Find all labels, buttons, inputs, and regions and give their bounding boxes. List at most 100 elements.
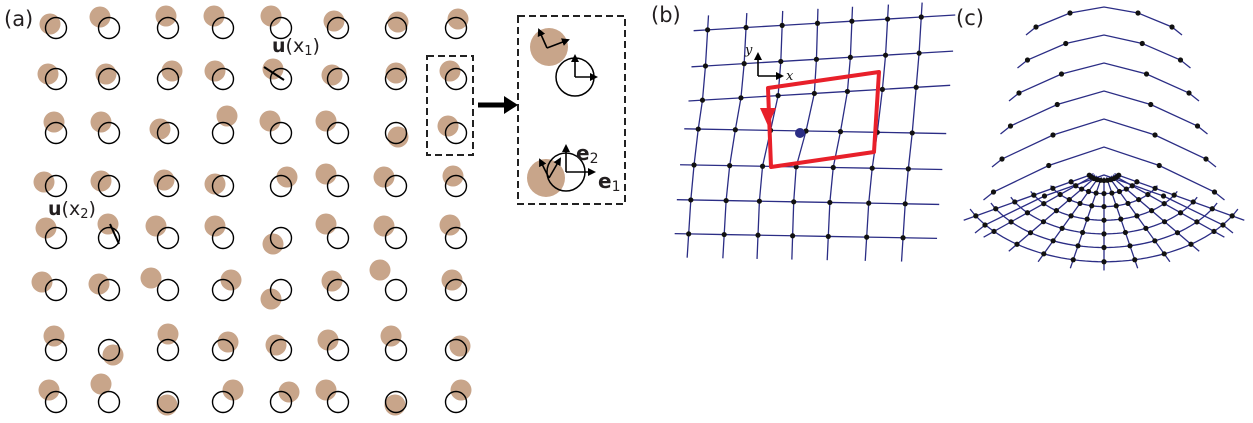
disclination-node [1123, 186, 1129, 192]
x-axis-label: x [786, 69, 794, 84]
disclination-node [1122, 229, 1129, 236]
lattice-site [156, 121, 180, 145]
lattice-site [326, 16, 350, 40]
grid-node [686, 231, 692, 237]
lattice-site [211, 174, 235, 198]
lattice-site [326, 67, 350, 91]
lattice-site [384, 16, 408, 40]
displaced-particle [102, 344, 124, 366]
disclination-node [1177, 210, 1184, 216]
disclination-node [1161, 219, 1168, 225]
grid-node [699, 97, 706, 103]
disclination-node [1134, 179, 1140, 185]
lattice-site [44, 338, 68, 362]
panel-b: (b) x y [651, 2, 956, 262]
disclination-node [991, 228, 997, 234]
lattice-site [269, 226, 293, 250]
e1-label: e1 [598, 169, 621, 195]
disclination-node [1084, 216, 1090, 222]
displaced-particle [90, 373, 112, 395]
grid-node [732, 127, 738, 133]
grid-node [869, 165, 875, 171]
displaced-particle [373, 215, 395, 237]
disclination-node [993, 206, 999, 212]
grid-node [779, 22, 785, 28]
disclination-node [1041, 193, 1048, 199]
grid-node [688, 197, 694, 203]
disclination-node [1145, 191, 1151, 198]
disclination-node [1101, 259, 1107, 265]
disclination-node [1118, 216, 1124, 222]
disclination-node [1033, 24, 1039, 30]
displaced-particle [315, 163, 337, 185]
grid-node [721, 231, 727, 238]
lattice-site [211, 121, 235, 145]
displaced-particle [315, 213, 337, 235]
grid-node [738, 95, 744, 101]
lattice-site [44, 16, 68, 40]
lattice-site [384, 226, 408, 250]
panel-a-label: (a) [4, 7, 33, 31]
lattice-site [44, 67, 68, 91]
burgers-loop [766, 70, 881, 169]
disclination-node [1089, 203, 1095, 209]
displaced-particle [265, 334, 287, 356]
grid-node [756, 198, 762, 204]
grid-node [918, 14, 924, 20]
y-axis-label: y [744, 43, 753, 58]
displaced-particle [262, 58, 284, 80]
selection-box [426, 55, 474, 156]
lattice-site [211, 338, 235, 362]
lattice-site [211, 16, 235, 40]
displaced-particle [220, 269, 242, 291]
displaced-particle [204, 60, 226, 82]
disclination-node [1016, 90, 1022, 96]
disclination-node [1174, 230, 1181, 236]
disclination-node [1229, 213, 1235, 219]
disclination-node [1077, 200, 1083, 207]
displaced-particle [38, 379, 60, 401]
displaced-particle [449, 335, 471, 357]
disclination-node [1127, 243, 1133, 249]
disclination-node [1220, 222, 1226, 228]
disclination-node [1148, 101, 1154, 108]
disclination-chevron [1000, 90, 1208, 135]
inset: e2 e1 [517, 15, 626, 205]
lattice-site [44, 278, 68, 302]
disclination-node [1211, 189, 1218, 195]
lattice-site [269, 121, 293, 145]
panel-c: (c) [956, 6, 1245, 271]
lattice-site [326, 390, 350, 414]
grid-node [849, 18, 855, 24]
grid-row-line [676, 199, 940, 206]
lattice-site [211, 390, 235, 414]
displaced-particle [317, 329, 339, 351]
displaced-particle [161, 60, 183, 82]
displaced-particle [385, 62, 407, 84]
displaced-particle [315, 379, 337, 401]
lattice-site [156, 67, 180, 91]
disclination-node [1177, 57, 1184, 63]
displaced-particle [373, 166, 395, 188]
disclination-node [1101, 244, 1107, 251]
grid-node [909, 130, 915, 136]
disclination-node [1160, 193, 1167, 199]
e2-label: e2 [576, 141, 599, 167]
lattice-site [384, 338, 408, 362]
grid-node [814, 20, 821, 26]
displaced-particle [89, 6, 111, 28]
disclination-node [1079, 229, 1086, 236]
grid-node [743, 24, 749, 31]
lattice-site [384, 390, 408, 414]
inset-frame-top [537, 28, 598, 81]
lattice-site [269, 390, 293, 414]
disclination-node [1188, 241, 1194, 247]
displaced-particle [33, 171, 55, 193]
lattice-site [97, 121, 121, 145]
lattice-site [444, 16, 468, 40]
displaced-particle [153, 169, 175, 191]
disclination-node [1068, 213, 1074, 219]
panel-c-label: (c) [956, 6, 984, 30]
lattice-site [326, 278, 350, 302]
displaced-particle [90, 111, 112, 133]
